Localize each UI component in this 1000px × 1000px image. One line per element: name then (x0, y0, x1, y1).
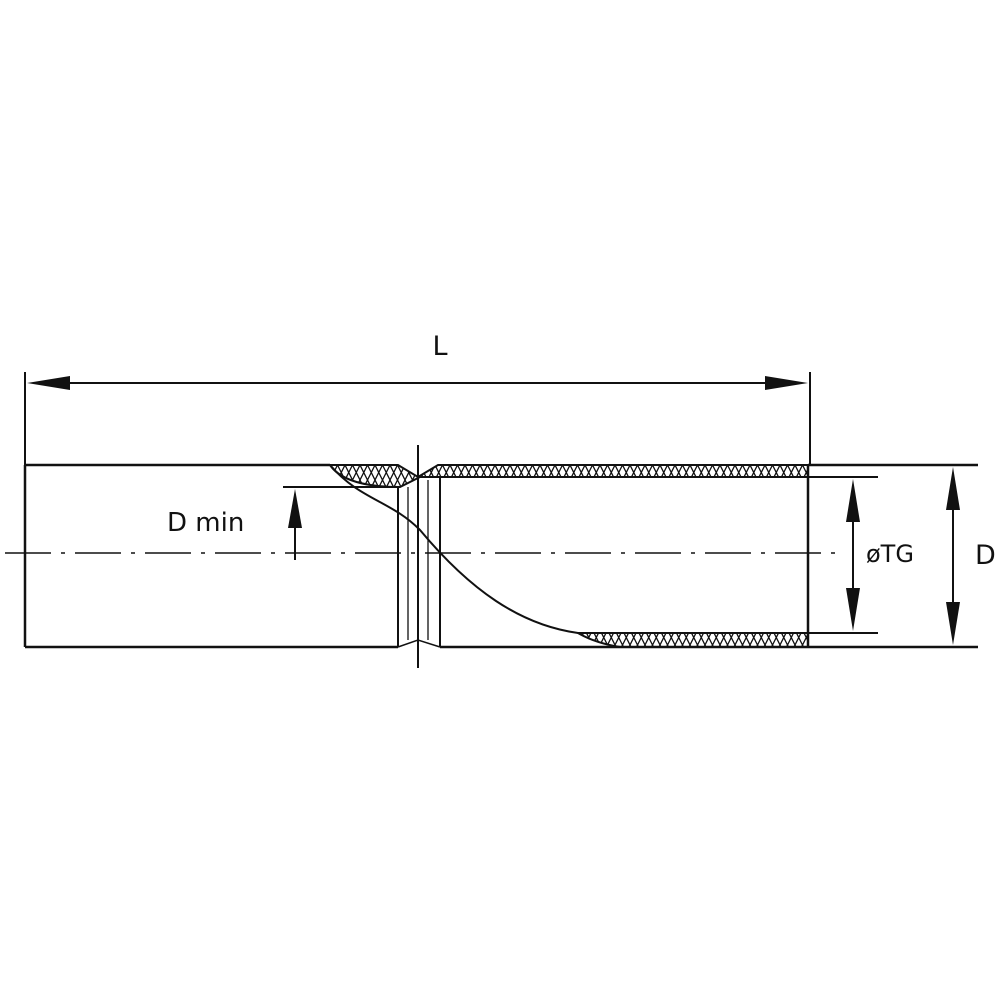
sleeve-wall-bottom (574, 632, 809, 648)
inner-diameter-label: øTG (866, 540, 914, 568)
center-ring (397, 445, 441, 668)
length-label: L (432, 331, 447, 362)
length-dimension: L (24, 331, 811, 465)
outer-diameter-dimension: D (946, 467, 996, 645)
arrowhead-left-icon (27, 376, 70, 390)
arrowhead-up-icon (288, 489, 302, 528)
dmin-dimension: D min (167, 486, 400, 560)
inner-diameter-dimension: øTG (808, 476, 914, 634)
sleeve-outline (23, 463, 978, 649)
outer-diameter-label: D (975, 540, 996, 571)
cutaway-curve (329, 464, 579, 634)
arrowhead-right-icon (765, 376, 808, 390)
dmin-label: D min (167, 508, 244, 538)
